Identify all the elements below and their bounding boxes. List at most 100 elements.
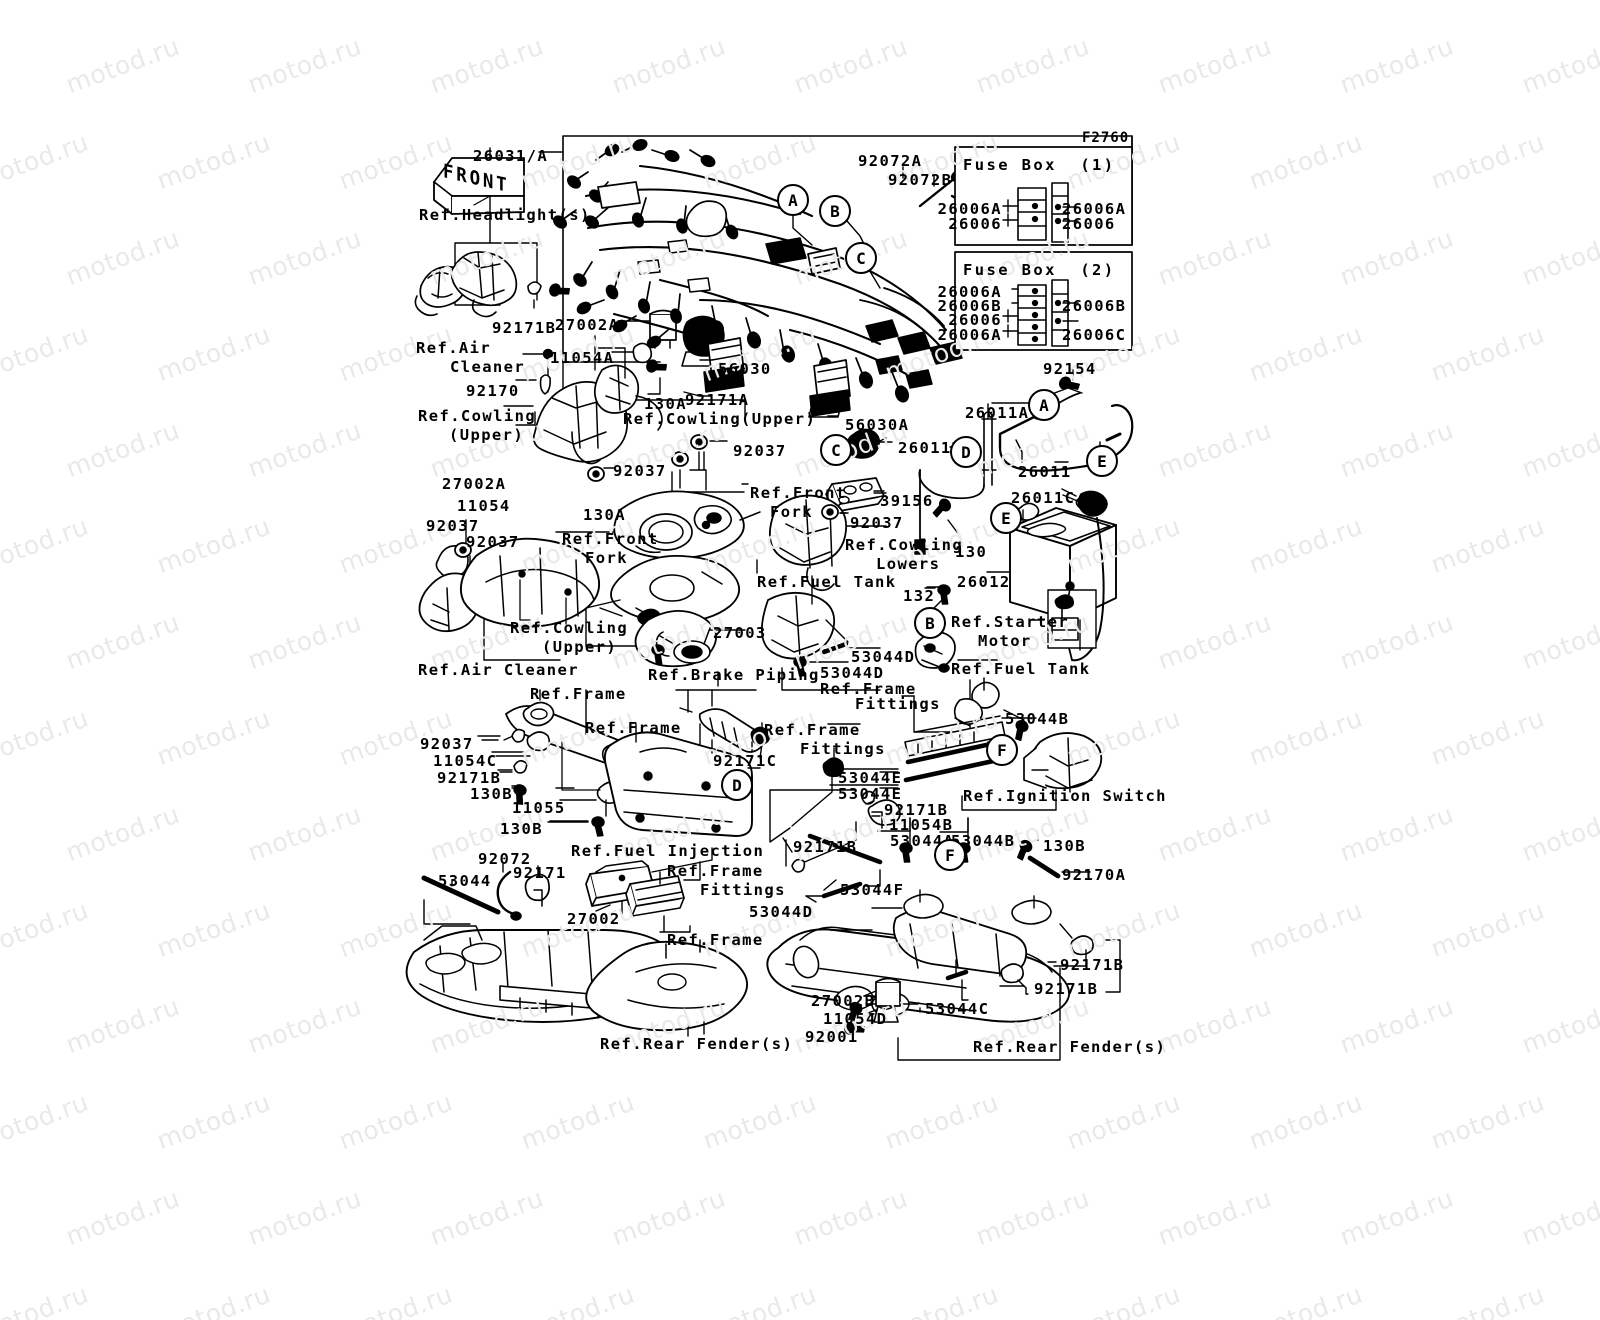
circle-marker-a-4: A — [1028, 389, 1060, 421]
part-callout-c19: 11054 — [457, 497, 511, 515]
circle-marker-e-7: E — [990, 502, 1022, 534]
part-callout-c45: Motor — [978, 632, 1032, 650]
part-callout-c35: (Upper) — [542, 638, 618, 656]
part-callout-c16: 92072A — [858, 152, 923, 170]
fuse2-right-label-0: 26006B — [1062, 297, 1127, 315]
part-callout-c44: Ref.Starter — [951, 613, 1070, 631]
part-callout-c48: 26011A — [965, 404, 1030, 422]
part-callout-c21: 92037 — [466, 533, 520, 551]
watermark-text: motod.ru — [1063, 1279, 1185, 1320]
fuse1-right-label-0: 26006A — [1062, 200, 1127, 218]
part-callout-c32: Lowers — [876, 555, 941, 573]
diagram-artwork — [405, 135, 1134, 1061]
part-callout-c43: 132 — [903, 587, 936, 605]
part-callout-c71: Ref.Fuel Injection — [571, 842, 765, 860]
part-callout-c13: Ref.Cowling(Upper) — [623, 410, 817, 428]
part-callout-c06: 92170 — [466, 382, 520, 400]
circle-marker-a-0: A — [777, 184, 809, 216]
part-callout-c64: Ref.Frame — [530, 685, 627, 703]
part-callout-c31: Ref.Cowling — [845, 536, 964, 554]
part-callout-c42: Fittings — [855, 695, 941, 713]
part-callout-c52: 130 — [955, 543, 988, 561]
part-callout-c37: 27003 — [713, 624, 767, 642]
part-callout-c02: Ref.Headlight(s) — [419, 206, 591, 224]
part-callout-c83: 130B — [1043, 837, 1086, 855]
fuse-box-1-title: Fuse Box (1) — [963, 156, 1116, 174]
part-callout-c67: 92171B — [437, 769, 502, 787]
part-callout-c61: Fittings — [800, 740, 886, 758]
part-callout-c60: Ref.Frame — [764, 721, 861, 739]
part-callout-c04: Ref.Air — [416, 339, 492, 357]
part-callout-c03: 92171B — [492, 319, 557, 337]
part-callout-c62: 92171C — [713, 752, 778, 770]
part-callout-c54: 53044B — [1005, 710, 1070, 728]
part-callout-c29: 39156 — [880, 492, 934, 510]
part-callout-c77: 92171 — [513, 864, 567, 882]
circle-marker-b-8: B — [914, 607, 946, 639]
part-callout-c70: 130B — [500, 820, 543, 838]
part-callout-c26: Fork — [770, 503, 813, 521]
part-callout-c15: 56030A — [845, 416, 910, 434]
circle-marker-f-11: F — [934, 839, 966, 871]
part-callout-c28: Fork — [585, 549, 628, 567]
part-callout-c90: 11054D — [823, 1010, 888, 1028]
part-callout-c22: 130A — [583, 506, 626, 524]
part-callout-c27: Ref.Front — [562, 530, 659, 548]
part-callout-c47: 92154 — [1043, 360, 1097, 378]
circle-marker-c-2: C — [845, 242, 877, 274]
watermark-text: motod.ru — [0, 1279, 93, 1320]
fuse1-right-label-1: 26006 — [1062, 215, 1116, 233]
watermark-text: motod.ru — [335, 1279, 457, 1320]
part-callout-c25: Ref.Front — [750, 484, 847, 502]
fuse1-left-label-1: 26006 — [948, 215, 1002, 233]
part-callout-c92: 53044C — [925, 1000, 990, 1018]
fuse2-left-label-0: 26006A — [937, 283, 1002, 301]
part-callout-c50: 26011B — [898, 439, 963, 457]
part-callout-c57: 53044E — [838, 785, 903, 803]
watermark-text: motod.ru — [153, 1279, 275, 1320]
fuse2-left-label-1: 26006B — [937, 297, 1002, 315]
part-callout-c30: 92037 — [850, 514, 904, 532]
sheet-code: F2760 — [1082, 130, 1130, 146]
part-callout-c80: 92171B — [793, 838, 858, 856]
part-callout-c41: Ref.Frame — [820, 680, 917, 698]
part-callout-c36: Ref.Air Cleaner — [418, 661, 579, 679]
part-callout-c76: 92072 — [478, 850, 532, 868]
part-callout-c78: 53044 — [438, 872, 492, 890]
circle-marker-b-1: B — [819, 195, 851, 227]
part-callout-c89: 27002B — [811, 992, 876, 1010]
watermark-text: motod.ru — [699, 1279, 821, 1320]
fuse-box-2-title: Fuse Box (2) — [963, 261, 1116, 279]
part-callout-c10: 11054A — [550, 349, 615, 367]
part-callout-c58: 92171B — [884, 801, 949, 819]
part-callout-c09: 27002A — [555, 316, 620, 334]
fuse2-right-label-1: 26006C — [1062, 326, 1127, 344]
part-callout-c55: Ref.Ignition Switch — [963, 787, 1167, 805]
circle-marker-f-10: F — [986, 734, 1018, 766]
part-callout-c46: Ref.Fuel Tank — [951, 660, 1091, 678]
part-callout-c11: 130A — [644, 395, 687, 413]
part-callout-c82: 53044B — [951, 832, 1016, 850]
part-callout-c74: 27002 — [567, 910, 621, 928]
fuse1-left-label-0: 26006A — [937, 200, 1002, 218]
part-callout-c91: 92001 — [805, 1028, 859, 1046]
part-callout-c24: 92037 — [733, 442, 787, 460]
part-callout-c40: 53044D — [820, 664, 885, 682]
circle-marker-e-6: E — [1086, 445, 1118, 477]
part-callout-c86: 53044D — [749, 903, 814, 921]
part-callout-c85: 53044F — [840, 881, 905, 899]
part-callout-c39: 53044D — [851, 648, 916, 666]
part-callout-c17: 92072B — [888, 171, 953, 189]
circle-marker-c-3: C — [820, 434, 852, 466]
fuse2-left-label-2: 26006 — [948, 311, 1002, 329]
part-callout-c93: Ref.Rear Fender(s) — [973, 1038, 1167, 1056]
fuse2-left-label-3: 26006A — [937, 326, 1002, 344]
part-callout-c69: 11055 — [512, 799, 566, 817]
part-callout-c88: 92171B — [1034, 980, 1099, 998]
part-callout-c66: 11054C — [433, 752, 498, 770]
part-callout-c51: 26011C — [1011, 489, 1076, 507]
part-callout-c59: 11054B — [889, 816, 954, 834]
part-callout-c34: Ref.Cowling — [510, 619, 629, 637]
part-callout-c01: 26031/A — [473, 147, 549, 165]
